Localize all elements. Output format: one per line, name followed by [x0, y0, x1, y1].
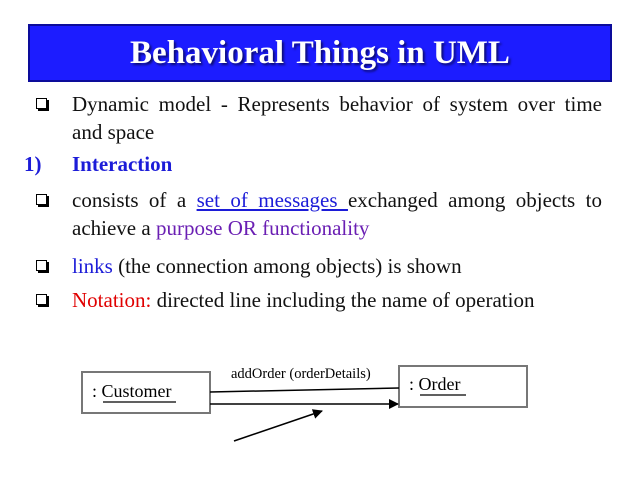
notation-label: Notation:	[72, 288, 152, 312]
checkbox-bullet-icon	[36, 294, 47, 305]
slide-title: Behavioral Things in UML	[130, 34, 510, 71]
checkbox-bullet-icon	[36, 98, 47, 109]
bullet-text: links (the connection among objects) is …	[72, 252, 602, 280]
heading-label: Interaction	[72, 152, 173, 176]
bullet-text: Notation: directed line including the na…	[72, 286, 602, 314]
messages-text-start: consists of a	[72, 188, 197, 212]
set-of-messages-link[interactable]: set of messages	[196, 188, 348, 212]
bullet-text: Dynamic model - Represents behavior of s…	[72, 90, 602, 146]
checkbox-bullet-icon	[36, 260, 47, 271]
notation-text: directed line including the name of oper…	[151, 288, 535, 312]
link-line	[209, 387, 400, 393]
message-label: addOrder (orderDetails)	[231, 366, 371, 382]
checkbox-bullet-icon	[36, 194, 47, 205]
order-object-label: : Order	[409, 374, 460, 394]
customer-object-label: : Customer	[92, 381, 172, 401]
order-object-box: : Order	[398, 365, 528, 408]
links-text: (the connection among objects) is shown	[112, 254, 462, 278]
messages-text-middle: exchanged among objects to achieve a	[72, 188, 602, 240]
title-banner: Behavioral Things in UML	[28, 24, 612, 82]
dynamic-model-text: Dynamic model - Represents behavior of s…	[72, 92, 602, 144]
links-keyword: links	[72, 254, 113, 278]
bullet-text: consists of a set of messages exchanged …	[72, 186, 602, 242]
purpose-highlight: purpose OR functionality	[155, 216, 370, 240]
customer-object-box: : Customer	[81, 371, 211, 414]
pointer-arrow	[233, 409, 323, 442]
heading-index: 1)	[24, 152, 42, 176]
